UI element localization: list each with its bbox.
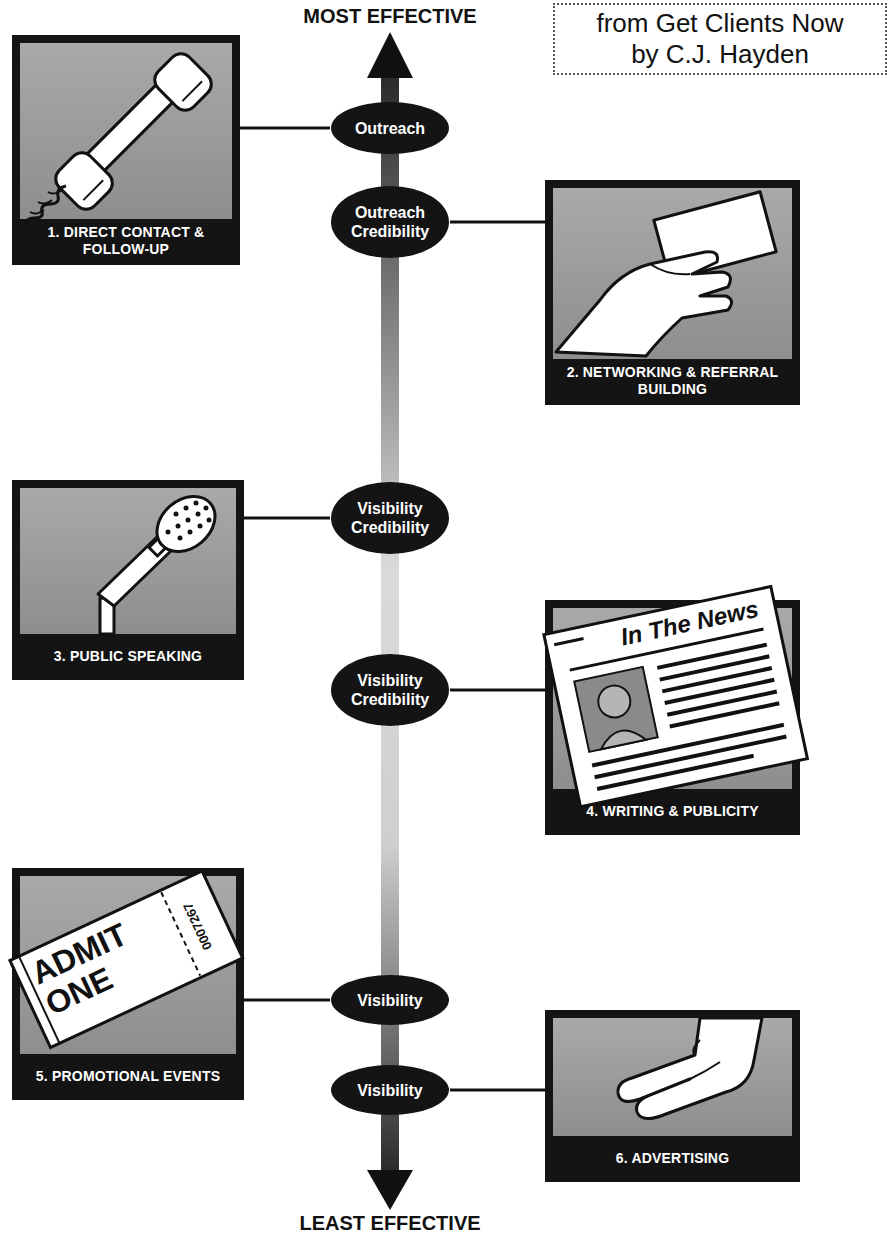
category-label: Outreach Credibility — [338, 203, 442, 241]
panel-caption-band: 2. NETWORKING & REFERRAL BUILDING — [549, 359, 796, 403]
panel-caption-band: 5. PROMOTIONAL EVENTS — [16, 1054, 240, 1098]
oval-text-wrap: Outreach — [330, 101, 450, 155]
oval-text-wrap: Visibility Credibility — [330, 653, 450, 727]
newspaper-illustration — [544, 586, 808, 806]
category-oval: Visibility Credibility — [330, 481, 450, 555]
category-oval: Outreach — [330, 101, 450, 155]
oval-fill — [331, 102, 449, 154]
oval-text-wrap: Visibility — [330, 974, 450, 1026]
oval-text-wrap: Visibility — [330, 1064, 450, 1116]
connector-line — [240, 127, 330, 130]
attribution-box: from Get Clients Now by C.J. Hayden — [553, 3, 887, 75]
oval-shape — [330, 185, 450, 259]
category-label: Visibility Credibility — [338, 499, 442, 537]
category-oval: Visibility — [330, 1064, 450, 1116]
crossed-fingers-illustration — [618, 1018, 762, 1119]
connector-line — [450, 689, 545, 692]
panel-title: 2. NETWORKING & REFERRAL BUILDING — [549, 364, 796, 398]
telephone-illustration — [26, 49, 216, 224]
panel-title: 5. PROMOTIONAL EVENTS — [36, 1068, 220, 1085]
oval-shape — [330, 653, 450, 727]
hand-card-illustration — [556, 192, 776, 356]
category-label: Visibility — [357, 991, 423, 1010]
oval-fill — [331, 975, 449, 1025]
ticket-text: ADMIT ONE — [26, 901, 182, 1022]
attribution-text: from Get Clients Now by C.J. Hayden — [585, 8, 855, 70]
category-oval: Outreach Credibility — [330, 185, 450, 259]
ticket-number: 0007267 — [176, 891, 220, 961]
panel-title: 1. DIRECT CONTACT & FOLLOW-UP — [16, 224, 236, 258]
oval-text-wrap: Visibility Credibility — [330, 481, 450, 555]
connector-line — [244, 517, 330, 520]
panel-caption-band: 3. PUBLIC SPEAKING — [16, 634, 240, 678]
microphone-illustration — [98, 485, 226, 634]
category-oval: Visibility — [330, 974, 450, 1026]
connector-line — [244, 999, 330, 1002]
oval-fill — [331, 654, 449, 726]
panel-caption-band: 6. ADVERTISING — [549, 1136, 796, 1180]
axis-label: LEAST EFFECTIVE — [240, 1211, 540, 1235]
category-oval: Visibility Credibility — [330, 653, 450, 727]
oval-fill — [331, 482, 449, 554]
newspaper-headline: In The News — [584, 595, 761, 659]
panel-title: 6. ADVERTISING — [616, 1150, 730, 1167]
axis-label: MOST EFFECTIVE — [240, 4, 540, 28]
connector-line — [450, 221, 545, 224]
oval-shape — [330, 481, 450, 555]
panel-caption-band: 1. DIRECT CONTACT & FOLLOW-UP — [16, 219, 236, 263]
oval-fill — [331, 1065, 449, 1115]
axis-arrowhead-up — [367, 32, 413, 78]
oval-fill — [331, 186, 449, 258]
axis-arrowhead-down — [367, 1170, 413, 1210]
category-label: Visibility Credibility — [338, 671, 442, 709]
category-label: Visibility — [357, 1081, 423, 1100]
connector-line — [450, 1089, 545, 1092]
panel-title: 3. PUBLIC SPEAKING — [54, 648, 202, 665]
oval-text-wrap: Outreach Credibility — [330, 185, 450, 259]
ticket-illustration — [10, 871, 243, 1048]
panel-title: 4. WRITING & PUBLICITY — [586, 803, 758, 820]
category-label: Outreach — [355, 119, 425, 138]
